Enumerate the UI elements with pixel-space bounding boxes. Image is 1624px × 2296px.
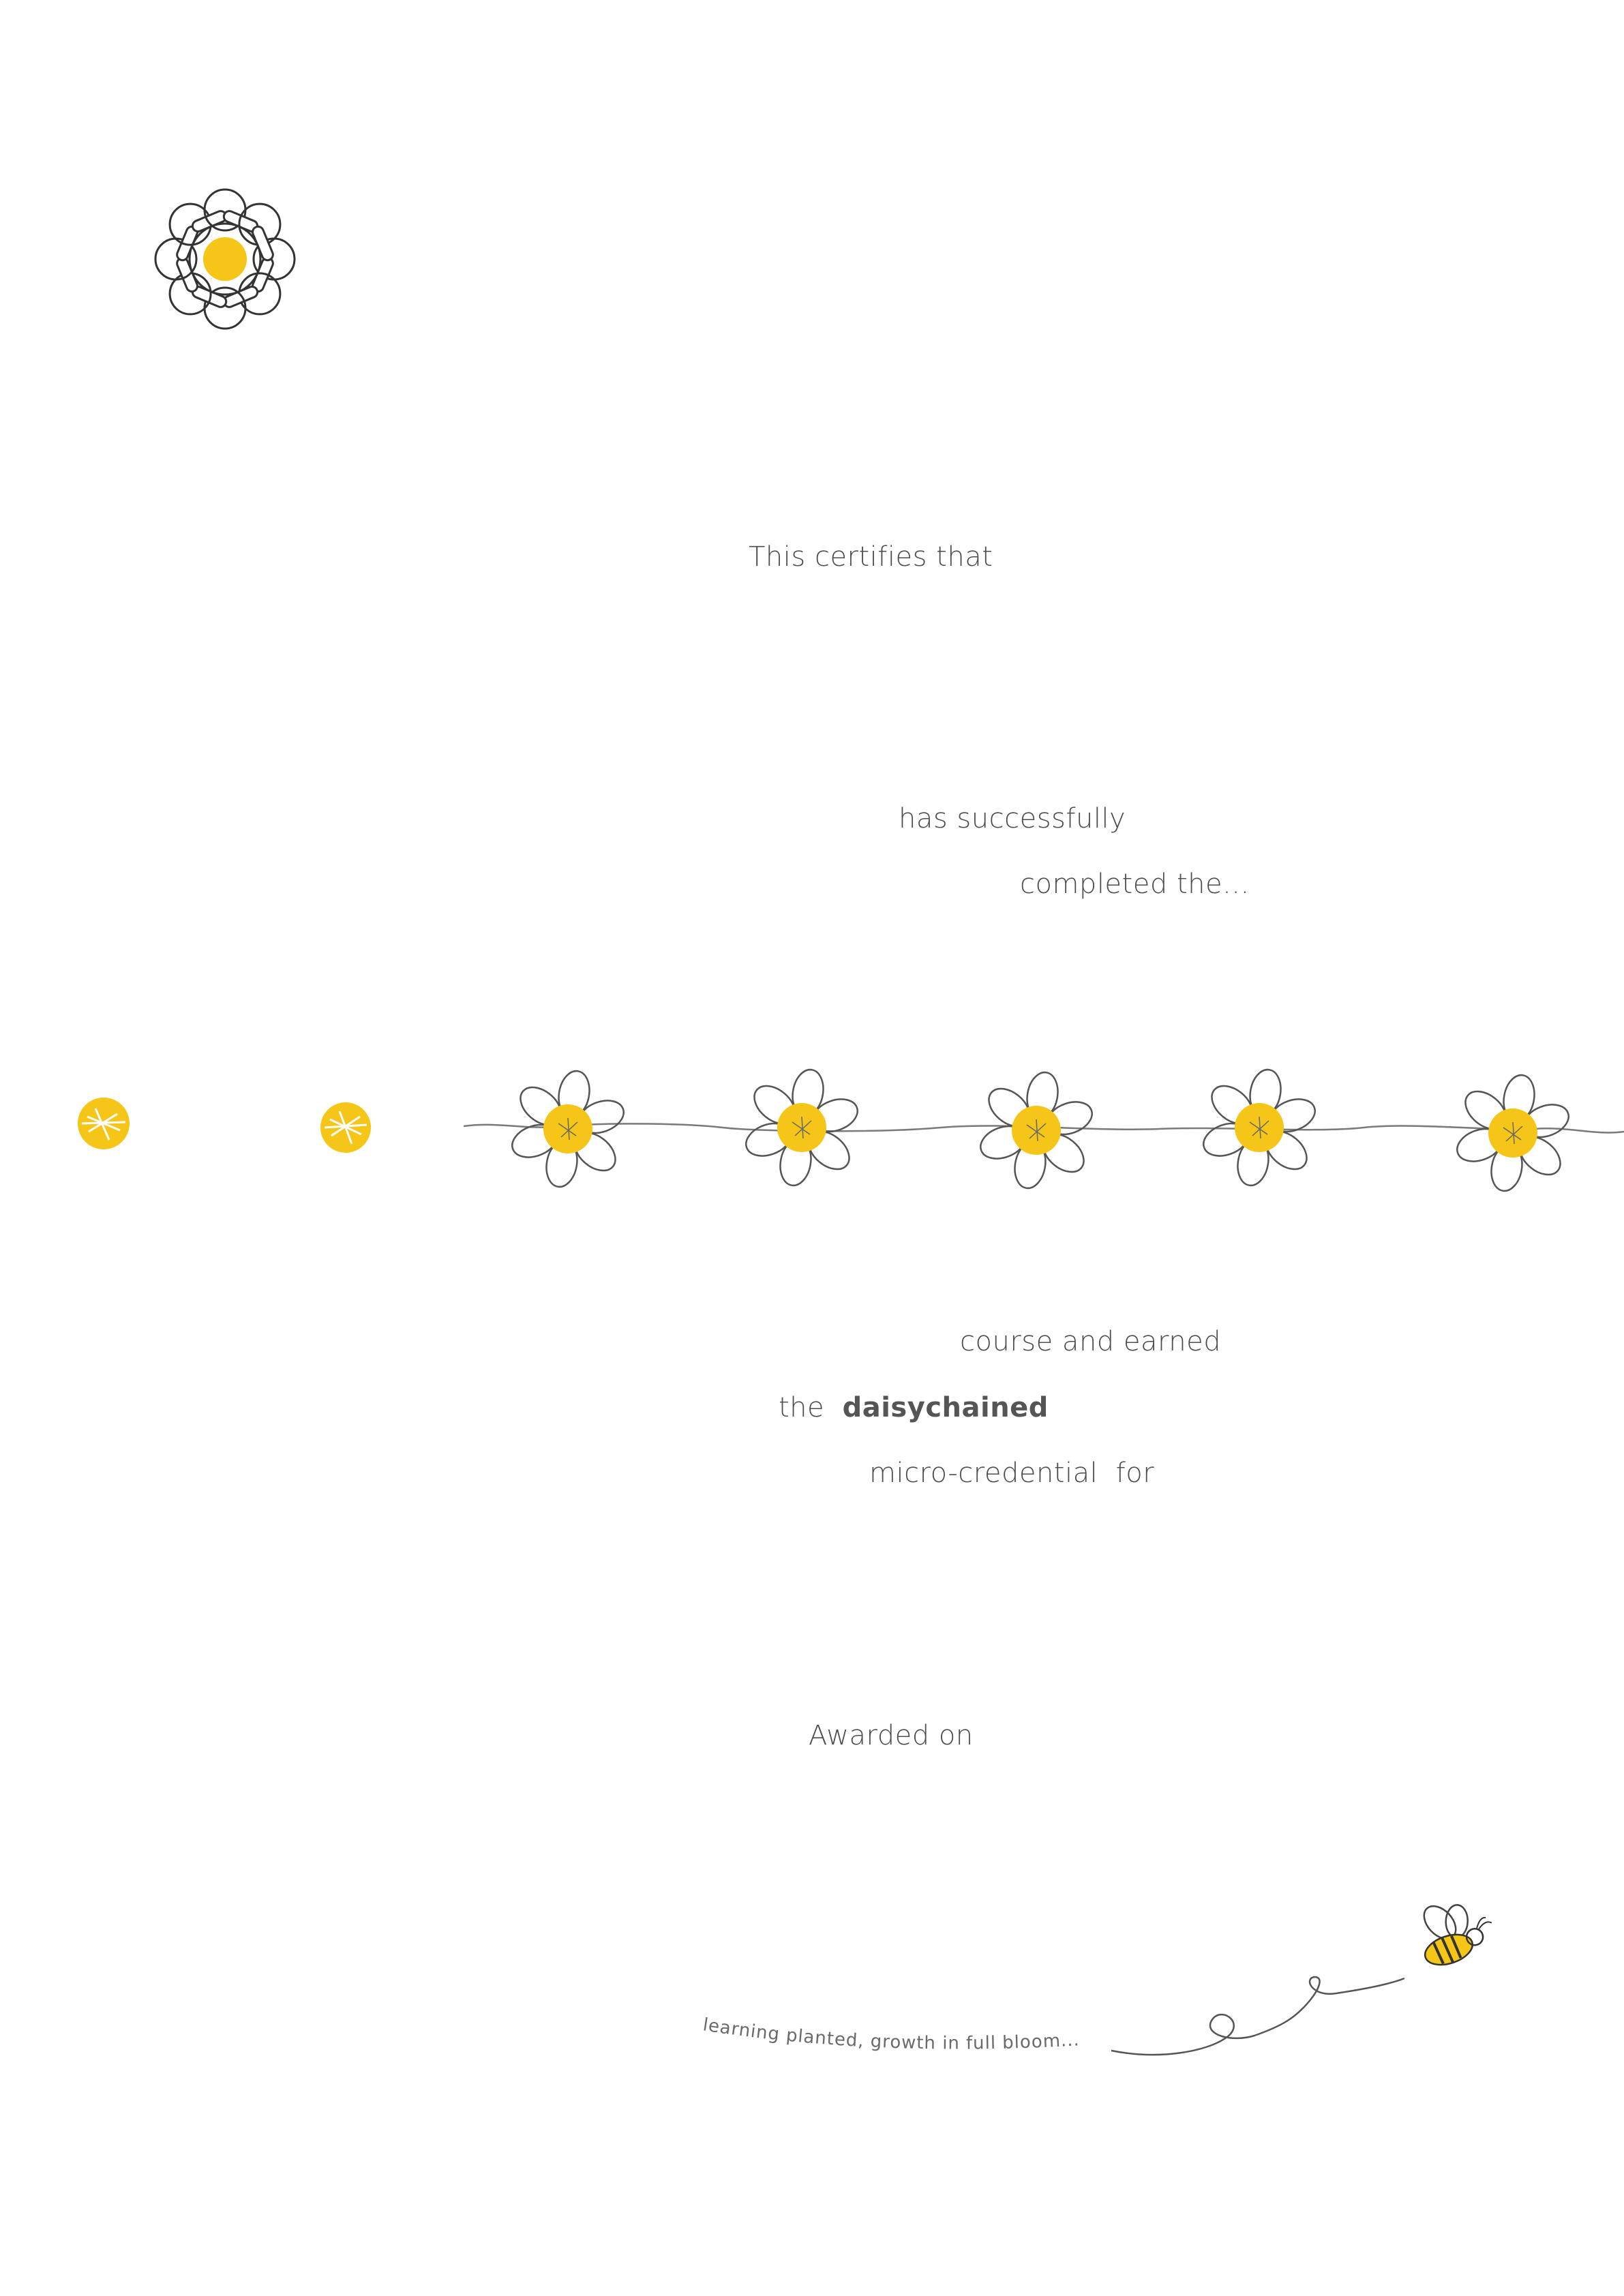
daisy-flower-icon: [745, 1068, 858, 1187]
tagline-text: learning planted, growth in full bloom..…: [702, 2014, 1080, 2053]
micro-credential-text: micro-credential for: [869, 1457, 1155, 1489]
certifies-text: This certifies that: [749, 541, 993, 573]
awarded-text: Awarded on: [809, 1720, 974, 1751]
bee-icon: [1423, 1904, 1492, 1966]
brand-name: daisychained: [842, 1392, 1049, 1423]
course-earned-text: course and earned: [960, 1326, 1222, 1357]
brand-line: the daisychained: [779, 1392, 1049, 1423]
daisy-flower-icon: [1203, 1068, 1316, 1187]
daisy-chain-logo-icon: [154, 188, 296, 330]
daisy-flower-icon: [1456, 1074, 1569, 1192]
footer-illustration: learning planted, growth in full bloom..…: [702, 1904, 1492, 2056]
bud-icon-1: [78, 1098, 130, 1149]
daisy-flower-icon: [511, 1070, 625, 1188]
daisy-chain-illustration: [78, 1068, 1624, 1192]
bud-icon-2: [320, 1102, 371, 1153]
completed-text: completed the...: [1020, 868, 1250, 900]
success-text: has successfully: [899, 803, 1126, 834]
the-text: the: [779, 1392, 825, 1423]
daisy-flower-icon: [980, 1071, 1093, 1190]
